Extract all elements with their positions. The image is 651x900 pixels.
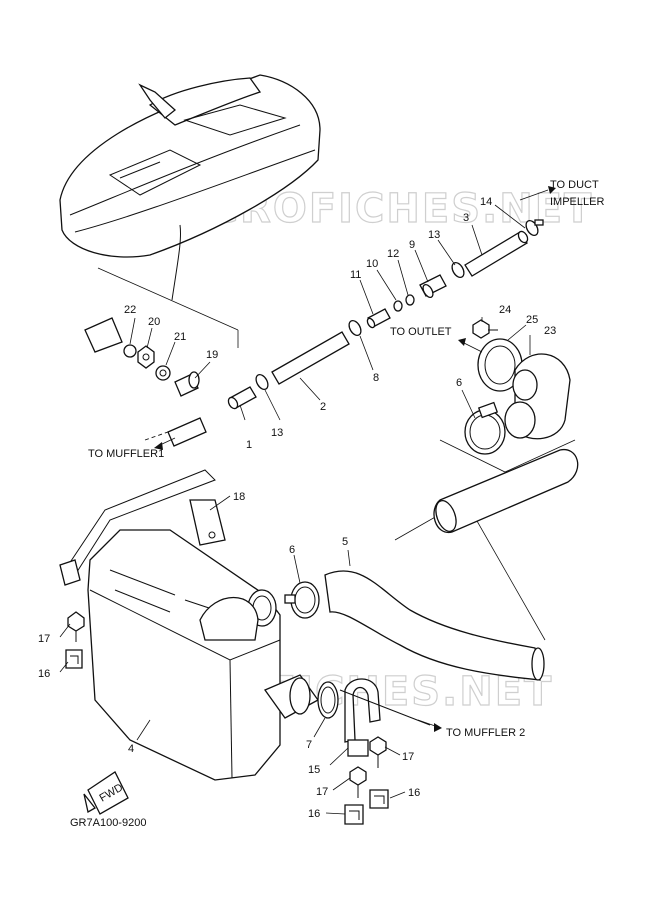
clamp-13-lower (255, 373, 269, 391)
clamp-13-upper (451, 261, 465, 279)
callout-16-left: 16 (38, 668, 50, 680)
callout-6-upper: 6 (456, 377, 462, 389)
callout-11: 11 (350, 269, 361, 281)
callout-4: 4 (128, 743, 134, 755)
callout-14: 14 (480, 196, 492, 208)
callout-13-upper: 13 (428, 229, 440, 241)
callout-18: 18 (233, 491, 245, 503)
callout-24: 24 (499, 304, 511, 316)
fwd-arrow-icon: FWD (83, 771, 129, 815)
nut-20 (137, 345, 155, 369)
callout-23: 23 (544, 325, 556, 337)
label-to-duct: TO DUCT (550, 179, 599, 191)
watercraft-illustration (59, 74, 321, 301)
arrow-to-duct (519, 189, 549, 201)
callout-10: 10 (366, 258, 378, 270)
bolt-17-left (67, 611, 85, 642)
washer-21 (155, 365, 171, 381)
callout-2: 2 (320, 401, 326, 413)
reference-line-top (97, 267, 239, 331)
label-to-outlet: TO OUTLET (390, 326, 452, 338)
clamp-7 (317, 681, 339, 719)
callout-1: 1 (246, 439, 252, 451)
bolt-17-right (369, 736, 387, 768)
clip-16-left (65, 649, 83, 669)
diagram-code: GR7A100-9200 (70, 817, 146, 829)
callout-19: 19 (206, 349, 218, 361)
arrow-to-muffler1-head (154, 442, 163, 450)
callout-9: 9 (409, 239, 415, 251)
callout-12: 12 (387, 248, 399, 260)
washer-12 (405, 294, 415, 306)
arrow-to-outlet-head (458, 338, 466, 346)
callout-15: 15 (308, 764, 320, 776)
callout-20: 20 (148, 316, 160, 328)
callout-7: 7 (306, 739, 312, 751)
washer-10 (393, 300, 403, 312)
label-impeller: IMPELLER (550, 196, 604, 208)
arrow-to-muffler1 (159, 437, 176, 446)
arrow-to-muffler2-head (434, 723, 442, 732)
label-to-muffler2: TO MUFFLER 2 (446, 727, 525, 739)
leader-lines (59, 204, 531, 815)
hose-2 (271, 331, 350, 385)
callout-5: 5 (342, 536, 348, 548)
clamp-6-upper (464, 401, 506, 455)
callout-25: 25 (526, 314, 538, 326)
clamp-6-lower (284, 581, 320, 619)
bolt-24 (472, 319, 498, 339)
callout-22: 22 (124, 304, 136, 316)
arrow-to-duct-head (548, 186, 556, 194)
arrow-to-outlet (461, 341, 483, 353)
callout-17-lower: 17 (316, 786, 328, 798)
reference-line-right (439, 439, 576, 473)
label-to-muffler1: TO MUFFLER1 (88, 448, 164, 460)
fitting-11 (366, 308, 391, 329)
hose-end-left (84, 317, 123, 353)
bolt-17-lower (349, 766, 367, 798)
fitting-1 (227, 386, 257, 410)
elbow-23 (504, 353, 571, 440)
clip-22 (123, 344, 137, 358)
callout-17-left: 17 (38, 633, 50, 645)
clamp-14 (525, 219, 544, 237)
callout-3: 3 (463, 212, 469, 224)
clip-16-lower (344, 804, 364, 825)
strap-18 (59, 469, 226, 586)
hose-end-muffler1 (144, 417, 207, 447)
callout-6-lower: 6 (289, 544, 295, 556)
clamp-8 (348, 319, 362, 337)
callout-8: 8 (373, 372, 379, 384)
hose-5 (324, 570, 545, 681)
fitting-19 (174, 371, 200, 397)
hose-3 (464, 230, 529, 277)
callout-13-lower: 13 (271, 427, 283, 439)
callout-16-right: 16 (408, 787, 420, 799)
strap-15 (339, 678, 431, 757)
callout-16-lower: 16 (308, 808, 320, 820)
muffler-4 (87, 529, 281, 781)
callout-17-right: 17 (402, 751, 414, 763)
hose-cylinder-right (433, 449, 579, 533)
fitting-9 (419, 274, 447, 299)
callout-21: 21 (174, 331, 186, 343)
clip-16-right (369, 789, 389, 809)
